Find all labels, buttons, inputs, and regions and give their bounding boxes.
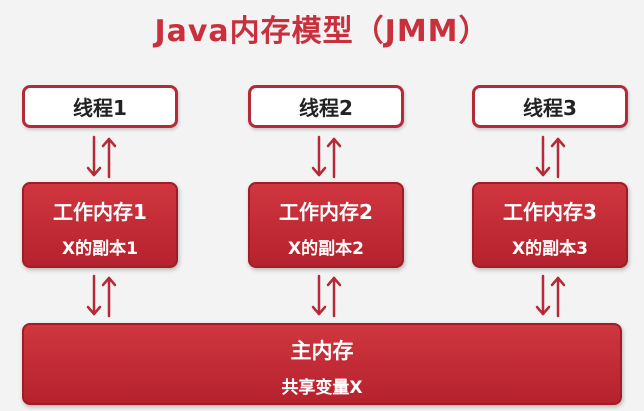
working-memory-box-1: 工作内存1 X的副本1	[22, 182, 178, 268]
main-memory-box: 主内存 共享变量X	[22, 323, 622, 405]
thread-box-2: 线程2	[248, 85, 404, 128]
arrow-up-icon	[326, 276, 342, 318]
arrow-down-icon	[535, 135, 551, 177]
thread2-memory-arrows	[311, 135, 342, 179]
arrow-up-icon	[101, 276, 117, 318]
working-memory-box-3: 工作内存3 X的副本3	[472, 182, 628, 268]
memory1-main-arrows	[86, 274, 117, 318]
memory3-main-arrows	[535, 274, 566, 318]
working-memory-title: 工作内存3	[503, 200, 597, 224]
working-memory-box-2: 工作内存2 X的副本2	[248, 182, 404, 268]
thread1-memory-arrows	[86, 135, 117, 179]
thread-box-3: 线程3	[472, 85, 628, 128]
main-memory-title: 主内存	[290, 339, 354, 363]
arrow-up-icon	[101, 137, 117, 179]
page-title: Java内存模型（JMM）	[154, 14, 490, 49]
variable-copy-label: X的副本1	[62, 239, 138, 259]
arrow-down-icon	[311, 274, 327, 316]
memory2-main-arrows	[311, 274, 342, 318]
thread3-memory-arrows	[535, 135, 566, 179]
arrow-down-icon	[535, 274, 551, 316]
variable-copy-label: X的副本2	[288, 239, 364, 259]
variable-copy-label: X的副本3	[512, 239, 588, 259]
arrow-down-icon	[86, 274, 102, 316]
arrow-up-icon	[326, 137, 342, 179]
thread-box-1: 线程1	[22, 85, 178, 128]
working-memory-title: 工作内存2	[279, 200, 373, 224]
working-memory-title: 工作内存1	[53, 200, 147, 224]
arrow-up-icon	[550, 276, 566, 318]
arrow-up-icon	[550, 137, 566, 179]
arrow-down-icon	[86, 135, 102, 177]
shared-variable-label: 共享变量X	[281, 378, 363, 398]
arrow-down-icon	[311, 135, 327, 177]
